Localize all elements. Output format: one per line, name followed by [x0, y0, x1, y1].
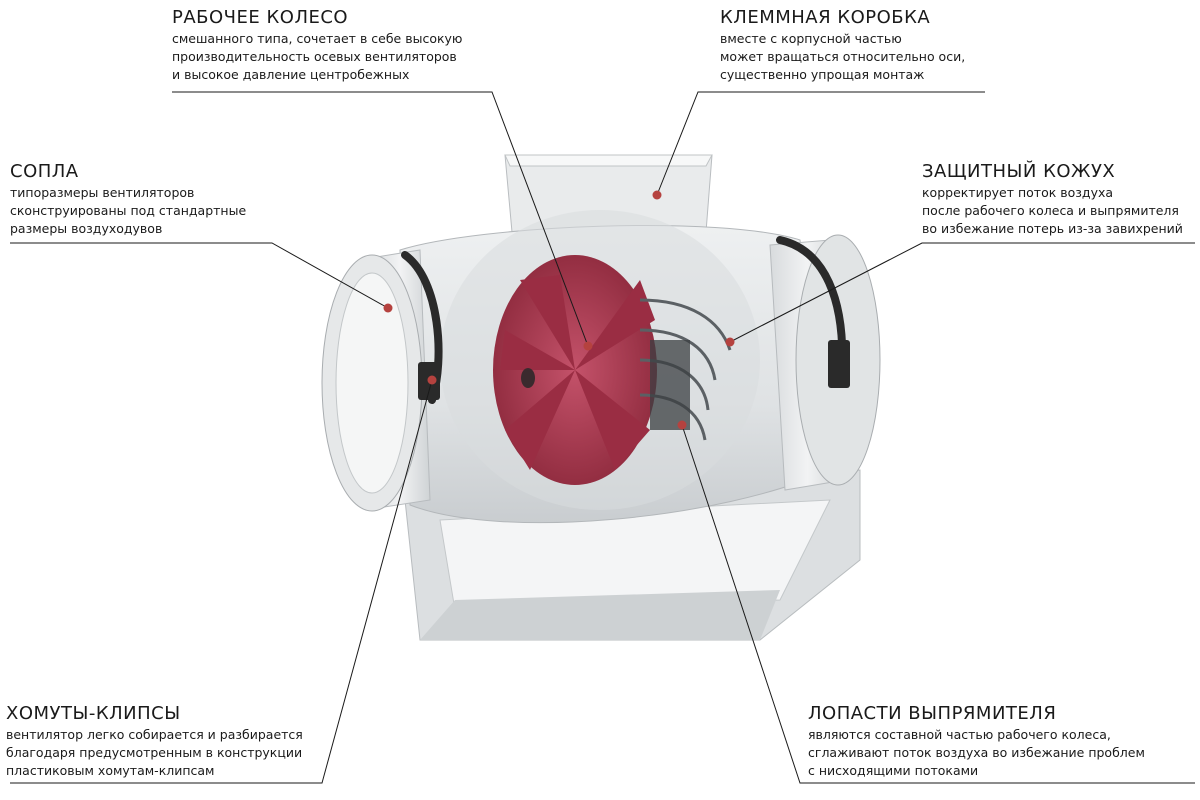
callout-clamps-line: пластиковым хомутам-клипсам: [6, 763, 215, 778]
callout-nozzles: СОПЛА типоразмеры вентиляторов сконструи…: [10, 160, 246, 238]
callout-impeller-line: производительность осевых вентиляторов: [172, 49, 457, 64]
callout-nozzles-line: сконструированы под стандартные: [10, 203, 247, 218]
markers: [383, 190, 735, 430]
marker-wheel: [583, 341, 593, 351]
callout-impeller-line: и высокое давление центробежных: [172, 67, 410, 82]
callout-clamps-title: ХОМУТЫ-КЛИПСЫ: [6, 703, 181, 724]
marker-terminal: [652, 190, 662, 200]
leader-clamps: [10, 379, 433, 784]
leader-casing: [729, 242, 1195, 343]
callout-casing-line: после рабочего колеса и выпрямителя: [922, 203, 1179, 218]
callout-clamps-line: вентилятор легко собирается и разбираетс…: [6, 727, 303, 742]
terminal-box-shape: [504, 154, 713, 233]
callout-terminal-box-line: может вращаться относительно оси,: [720, 49, 966, 64]
leader-terminal: [656, 91, 985, 196]
leader-wheel: [172, 91, 589, 347]
impeller-shape: [493, 255, 657, 485]
leader-nozzle: [10, 242, 389, 309]
callout-clamps: ХОМУТЫ-КЛИПСЫ вентилятор легко собираетс…: [6, 702, 303, 780]
callout-nozzles-line: размеры воздуходувов: [10, 221, 163, 236]
callout-impeller: РАБОЧЕЕ КОЛЕСО смешанного типа, сочетает…: [172, 6, 462, 84]
callout-straightener-blades-line: являются составной частью рабочего колес…: [808, 727, 1111, 742]
callout-casing: ЗАЩИТНЫЙ КОЖУХ корректирует поток воздух…: [922, 160, 1183, 238]
callout-terminal-box-line: вместе с корпусной частью: [720, 31, 902, 46]
marker-clamps: [427, 375, 437, 385]
callout-clamps-line: благодаря предусмотренным в конструкции: [6, 745, 303, 760]
marker-blades: [677, 420, 687, 430]
callout-casing-title: ЗАЩИТНЫЙ КОЖУХ: [922, 161, 1116, 182]
callout-casing-line: корректирует поток воздуха: [922, 185, 1114, 200]
straightener-blades-shape: [639, 298, 732, 441]
left-nozzle-shape: [321, 249, 431, 512]
clamp-right: [776, 236, 850, 388]
callout-nozzles-line: типоразмеры вентиляторов: [10, 185, 195, 200]
leader-blades: [681, 424, 1195, 784]
marker-nozzle: [383, 303, 393, 313]
leader-lines: [10, 91, 1195, 784]
callout-straightener-blades: ЛОПАСТИ ВЫПРЯМИТЕЛЯ являются составной ч…: [808, 702, 1145, 780]
callout-terminal-box-line: существенно упрощая монтаж: [720, 67, 925, 82]
marker-casing: [725, 337, 735, 347]
callout-terminal-box: КЛЕММНАЯ КОРОБКА вместе с корпусной част…: [720, 6, 965, 84]
callout-straightener-blades-line: с нисходящими потоками: [808, 763, 979, 778]
callout-straightener-blades-line: сглаживают поток воздуха во избежание пр…: [808, 745, 1145, 760]
callout-impeller-line: смешанного типа, сочетает в себе высокую: [172, 31, 463, 46]
callout-nozzles-title: СОПЛА: [10, 161, 79, 182]
callout-terminal-box-title: КЛЕММНАЯ КОРОБКА: [720, 7, 931, 28]
callout-straightener-blades-title: ЛОПАСТИ ВЫПРЯМИТЕЛЯ: [808, 703, 1057, 724]
callout-impeller-title: РАБОЧЕЕ КОЛЕСО: [172, 7, 349, 28]
callout-casing-line: во избежание потерь из-за завихрений: [922, 221, 1183, 236]
